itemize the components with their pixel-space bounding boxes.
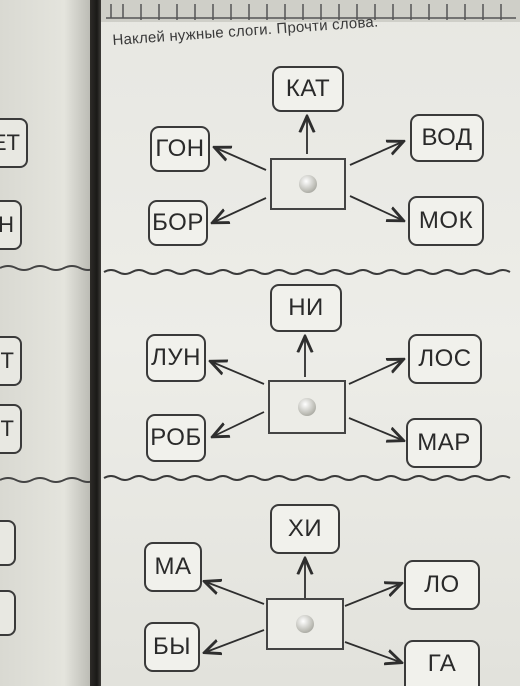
- book-spine: [90, 0, 104, 686]
- arrow-right-down: [349, 195, 402, 220]
- syllable-box-left-top: ЛУН: [146, 334, 206, 382]
- syllable-box-right-bottom: ГА: [404, 640, 480, 686]
- arrow-right-up: [344, 584, 400, 607]
- syllable-box-top: НИ: [270, 284, 342, 332]
- sticker-placeholder[interactable]: [266, 598, 344, 650]
- arrow-left-up: [212, 362, 265, 385]
- left-page-word-box: ЕТ: [0, 118, 28, 168]
- left-page-word-box: Т: [0, 404, 22, 454]
- left-page-word-box: [0, 590, 16, 636]
- arrow-left-down: [206, 629, 265, 652]
- arrow-right-up: [349, 142, 402, 166]
- syllable-box-left-bottom: РОБ: [146, 414, 206, 462]
- left-page-word-box: Н: [0, 200, 22, 250]
- arrow-left-down: [214, 411, 265, 436]
- left-page-word-box: Т: [0, 336, 22, 386]
- syllable-box-right-top: ЛО: [404, 560, 480, 610]
- left-page: ЕТ Н Т Т: [0, 0, 92, 686]
- syllable-box-top: КАТ: [272, 66, 344, 112]
- syllable-box-top: ХИ: [270, 504, 340, 554]
- arrow-right-up: [348, 360, 402, 385]
- sticker-placeholder[interactable]: [268, 380, 346, 434]
- spiral-binding: [101, 0, 520, 22]
- arrow-right-down: [348, 417, 402, 440]
- sticker-seal-icon: [299, 175, 317, 193]
- wavy-divider: [103, 269, 511, 275]
- syllable-box-left-bottom: БЫ: [144, 622, 200, 672]
- syllable-box-right-bottom: МАР: [406, 418, 482, 468]
- syllable-box-right-bottom: МОК: [408, 196, 484, 246]
- sticker-seal-icon: [296, 615, 314, 633]
- syllable-box-right-top: ВОД: [410, 114, 484, 162]
- syllable-box-left-bottom: БОР: [148, 200, 208, 246]
- arrow-left-up: [206, 582, 265, 605]
- arrow-left-up: [216, 148, 267, 171]
- sticker-seal-icon: [298, 398, 316, 416]
- wavy-divider: [103, 475, 511, 481]
- syllable-box-left-top: МА: [144, 542, 202, 592]
- arrow-right-down: [344, 641, 400, 662]
- arrow-left-down: [214, 197, 267, 222]
- syllable-box-left-top: ГОН: [150, 126, 210, 172]
- sticker-placeholder[interactable]: [270, 158, 346, 210]
- syllable-box-right-top: ЛОС: [408, 334, 482, 384]
- left-page-dividers: [0, 265, 92, 483]
- left-page-word-box: [0, 520, 16, 566]
